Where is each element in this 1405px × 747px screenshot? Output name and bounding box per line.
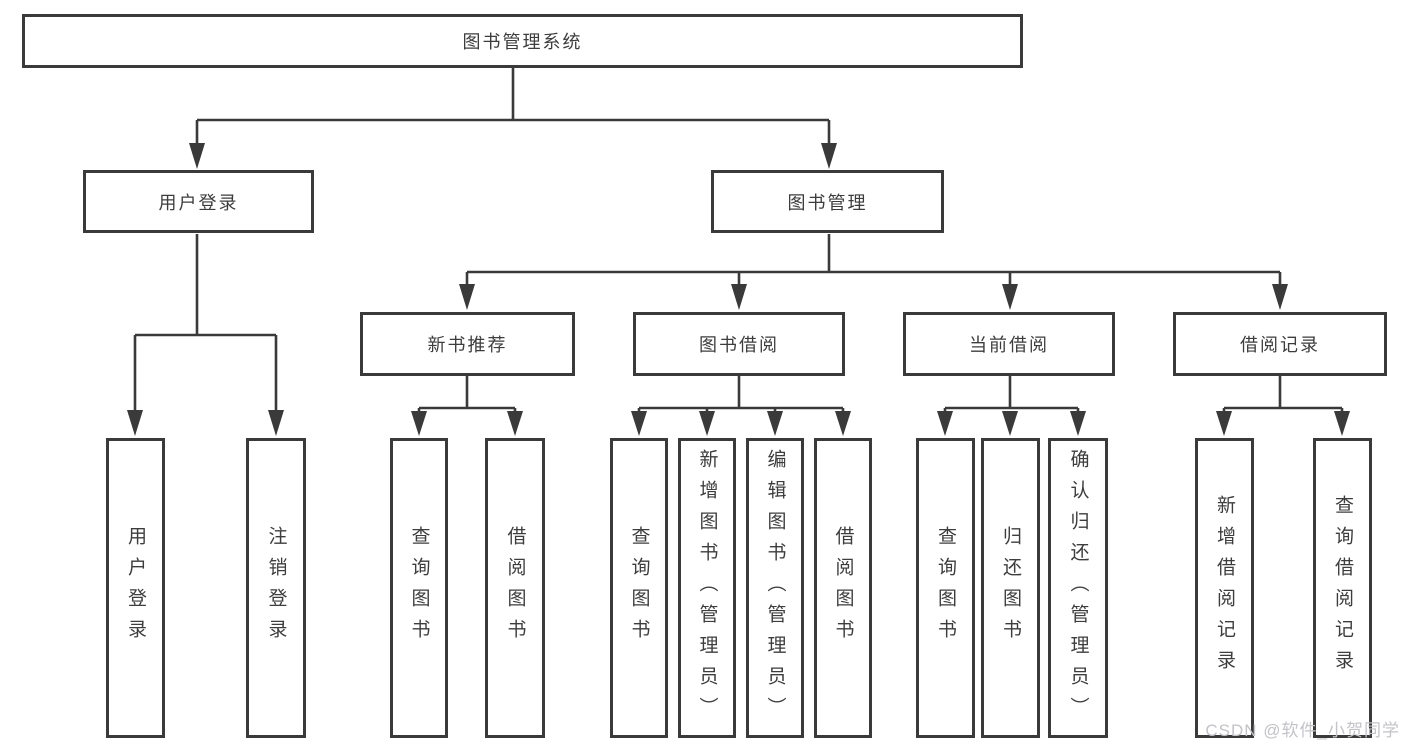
leaf-query-books-current: 查询图书 <box>916 438 975 738</box>
node-borrow-records: 借阅记录 <box>1173 312 1387 376</box>
node-root-label: 图书管理系统 <box>462 32 583 52</box>
node-book-management-label: 图书管理 <box>787 192 868 213</box>
leaf-borrow-books-label: 借阅图书 <box>832 526 854 650</box>
leaf-add-books-admin-label: 新增图书（管理员） <box>696 448 718 728</box>
leaf-edit-books-admin: 编辑图书（管理员） <box>746 438 804 738</box>
leaf-query-books-current-label: 查询图书 <box>935 526 956 650</box>
node-new-book-recommend: 新书推荐 <box>360 312 575 376</box>
node-book-borrow-label: 图书借阅 <box>699 335 779 355</box>
leaf-query-books-borrow-label: 查询图书 <box>628 526 650 650</box>
leaf-query-borrow-record-label: 查询借阅记录 <box>1332 495 1353 681</box>
leaf-borrow-books-recommend-label: 借阅图书 <box>504 526 526 650</box>
csdn-watermark: CSDN @软件_小贺同学 <box>1205 721 1400 740</box>
leaf-confirm-return-admin: 确认归还（管理员） <box>1048 438 1108 738</box>
leaf-logout-label: 注销登录 <box>265 526 287 650</box>
leaf-query-books-borrow: 查询图书 <box>610 438 668 738</box>
leaf-confirm-return-admin-label: 确认归还（管理员） <box>1067 448 1089 728</box>
node-borrow-records-label: 借阅记录 <box>1240 335 1320 355</box>
leaf-borrow-books: 借阅图书 <box>814 438 872 738</box>
leaf-add-books-admin: 新增图书（管理员） <box>678 438 736 738</box>
node-book-management: 图书管理 <box>711 170 944 233</box>
leaf-return-books: 归还图书 <box>981 438 1040 738</box>
leaf-query-books-recommend: 查询图书 <box>390 438 448 738</box>
node-current-borrow-label: 当前借阅 <box>969 335 1049 355</box>
leaf-query-books-recommend-label: 查询图书 <box>408 526 430 650</box>
leaf-borrow-books-recommend: 借阅图书 <box>485 438 545 738</box>
node-root: 图书管理系统 <box>22 14 1023 68</box>
node-new-book-recommend-label: 新书推荐 <box>427 335 508 355</box>
leaf-query-borrow-record: 查询借阅记录 <box>1313 438 1372 738</box>
node-user-login: 用户登录 <box>83 170 314 233</box>
leaf-user-login-label: 用户登录 <box>125 526 146 650</box>
leaf-logout: 注销登录 <box>246 438 306 738</box>
leaf-edit-books-admin-label: 编辑图书（管理员） <box>764 448 786 728</box>
node-user-login-label: 用户登录 <box>158 192 239 213</box>
node-current-borrow: 当前借阅 <box>903 312 1115 376</box>
leaf-return-books-label: 归还图书 <box>1000 526 1021 650</box>
leaf-add-borrow-record-label: 新增借阅记录 <box>1214 495 1235 681</box>
leaf-user-login: 用户登录 <box>106 438 165 738</box>
leaf-add-borrow-record: 新增借阅记录 <box>1195 438 1254 738</box>
node-book-borrow: 图书借阅 <box>633 312 845 376</box>
